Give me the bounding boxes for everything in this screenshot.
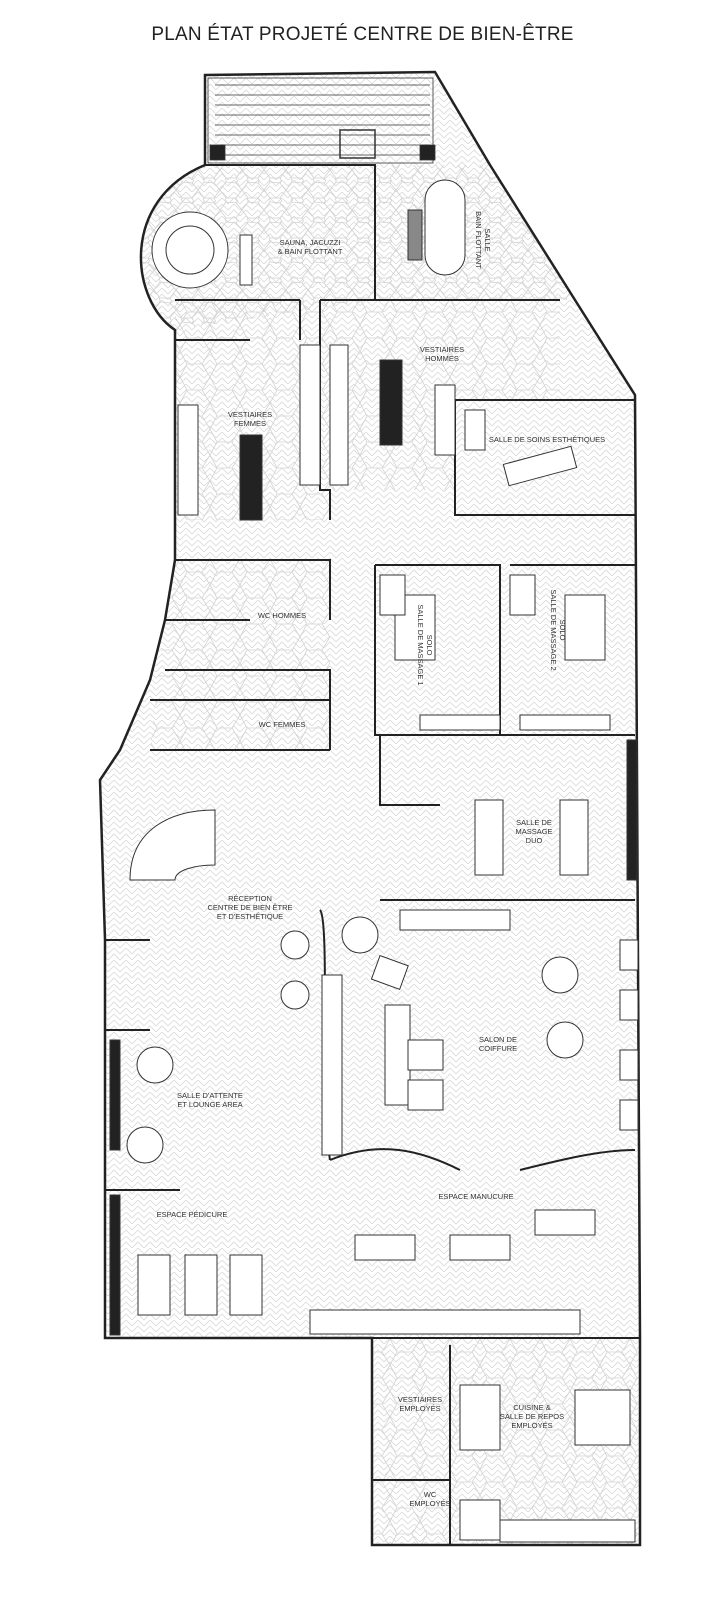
terrace-deck	[207, 77, 436, 164]
furniture	[109, 179, 639, 1543]
room-label-wc-femmes: WC FEMMES	[259, 720, 306, 729]
plan-title: PLAN ÉTAT PROJETÉ CENTRE DE BIEN-ÊTRE	[151, 24, 574, 45]
room-label-massage-2: SALLE DE MASSAGE 2SOLO	[549, 589, 567, 670]
room-label-massage-1: SALLE DE MASSAGE 1SOLO	[416, 604, 434, 685]
room-labels: SAUNA, JACUZZI& BAIN FLOTTANT SALLEBAIN …	[157, 211, 606, 1508]
room-label-sauna: SAUNA, JACUZZI& BAIN FLOTTANT	[278, 238, 343, 256]
room-label-bain-flottant: SALLEBAIN FLOTTANT	[474, 211, 492, 269]
outer-wall	[98, 70, 642, 1547]
floor-fill	[100, 72, 640, 1545]
room-label-pedicure: ESPACE PÉDICURE	[157, 1210, 228, 1219]
room-label-wc-hommes: WC HOMMES	[258, 611, 306, 620]
room-label-soins: SALLE DE SOINS ESTHÉTIQUES	[489, 435, 605, 444]
room-label-manucure: ESPACE MANUCURE	[438, 1192, 513, 1201]
